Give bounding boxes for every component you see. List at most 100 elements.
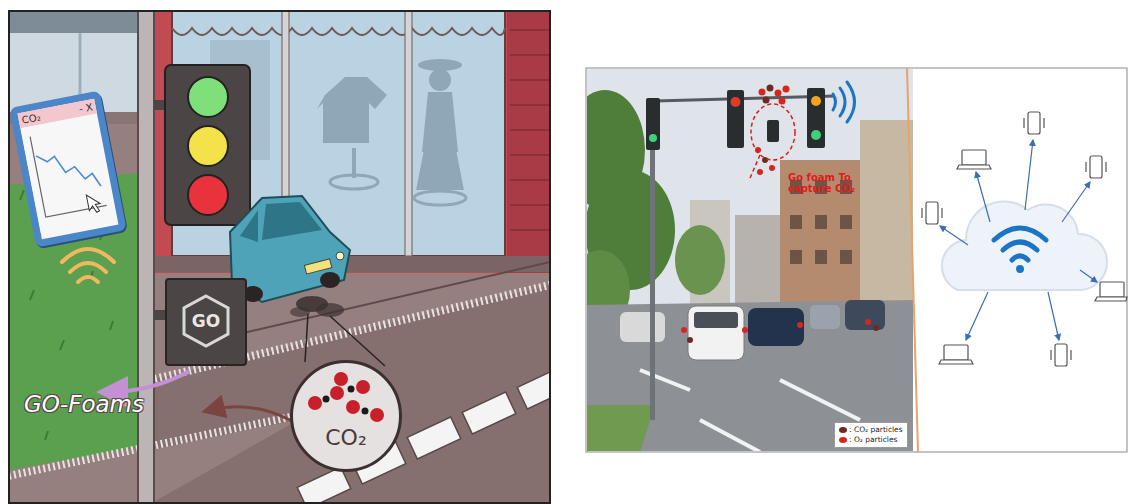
wifi-signal (833, 94, 836, 110)
wifi-signal (840, 88, 845, 116)
traffic-poles (811, 130, 821, 140)
co2-molecules (293, 363, 399, 469)
traffic-light (188, 126, 228, 166)
mannequins (422, 92, 458, 152)
callout-ring (750, 155, 760, 178)
legend-box: : CO₂ particles: O₂ particles (834, 422, 908, 448)
mannequins (414, 191, 466, 205)
shop-building (150, 11, 550, 273)
laptop-icon (939, 360, 973, 364)
cloud-network (942, 201, 1107, 290)
shop-building (150, 256, 550, 272)
particles (775, 90, 782, 97)
traffic-poles (807, 88, 825, 148)
particles (865, 319, 871, 325)
cloud-network (966, 292, 988, 340)
exhaust-smoke (316, 303, 344, 317)
callout-ring (750, 104, 795, 178)
co2-molecules (356, 380, 370, 394)
particles (681, 327, 687, 333)
exhaust-smoke (330, 316, 385, 366)
cloud-network (994, 228, 1046, 260)
crosswalk (407, 417, 461, 459)
shop-building (150, 11, 550, 273)
shop-building (510, 30, 550, 230)
window-title: CO₂ (21, 110, 42, 126)
laptop-icon (1095, 297, 1127, 301)
crosswalk (297, 467, 351, 503)
car (230, 196, 350, 302)
traffic-poles (811, 96, 821, 106)
molecule-label: CO₂ (293, 425, 399, 451)
particles (873, 325, 879, 331)
wifi-signal (78, 277, 98, 282)
traffic-poles (731, 97, 741, 107)
laptop-icon (1100, 282, 1124, 297)
cloud-network (1016, 265, 1024, 273)
phone-icon (1028, 112, 1040, 134)
co2-molecules (308, 396, 322, 410)
car (304, 259, 331, 274)
traffic-poles (649, 134, 657, 142)
car (240, 210, 258, 242)
panel-divider (907, 68, 918, 452)
traffic-light (154, 65, 250, 225)
exhaust-smoke (290, 307, 310, 317)
cars (688, 306, 744, 360)
co2-molecules (370, 408, 384, 422)
phone-icon (1090, 156, 1102, 178)
road (640, 370, 860, 451)
panel-frame (586, 68, 1127, 452)
go-foam-box: GO (165, 278, 247, 366)
particles (767, 85, 774, 92)
car (336, 252, 344, 260)
tablet-chart (36, 145, 101, 197)
go-logo (167, 280, 245, 364)
wifi-signal (62, 249, 114, 262)
particles (779, 98, 786, 105)
mannequins (317, 77, 387, 143)
co2-molecules (330, 386, 344, 400)
annotation-text: Go foam To capture CO₂ (788, 172, 862, 194)
legend-swatch (839, 437, 847, 443)
cars (748, 308, 804, 346)
lamp-pole (138, 11, 154, 503)
tablet-chart (20, 114, 115, 235)
particles (757, 169, 763, 175)
particles (797, 322, 803, 328)
co2-molecules (362, 408, 369, 415)
particles (762, 157, 768, 163)
car (320, 272, 340, 288)
co2-molecules (346, 400, 360, 414)
laptop-icon (944, 345, 968, 360)
traffic-poles (646, 98, 660, 150)
buildings (860, 120, 913, 320)
cloud-network (1003, 242, 1037, 250)
co2-bubble: CO₂ (290, 360, 402, 472)
cartoon-street (9, 11, 550, 503)
flow-arrows (108, 372, 188, 392)
particles (681, 85, 879, 344)
particles (759, 89, 766, 96)
lamp-pole (138, 11, 154, 503)
legend-swatch (839, 427, 847, 433)
legend-entry: : O₂ particles (839, 435, 903, 445)
shop-building (172, 28, 505, 35)
phone-icon (1055, 344, 1067, 366)
cars (620, 300, 885, 360)
laptop-icon (939, 150, 1127, 364)
cloud-network (940, 226, 968, 245)
cloud-network (1048, 292, 1059, 340)
buildings (735, 215, 780, 310)
legend-entry: : CO₂ particles (839, 425, 903, 435)
street-photo (587, 69, 913, 451)
road (587, 300, 913, 451)
exhaust-smoke (305, 314, 308, 362)
traffic-poles (727, 90, 744, 148)
traffic-light (165, 65, 250, 225)
shop-building (405, 11, 412, 256)
window-button: - X (78, 100, 94, 115)
phone-icon (926, 202, 938, 224)
